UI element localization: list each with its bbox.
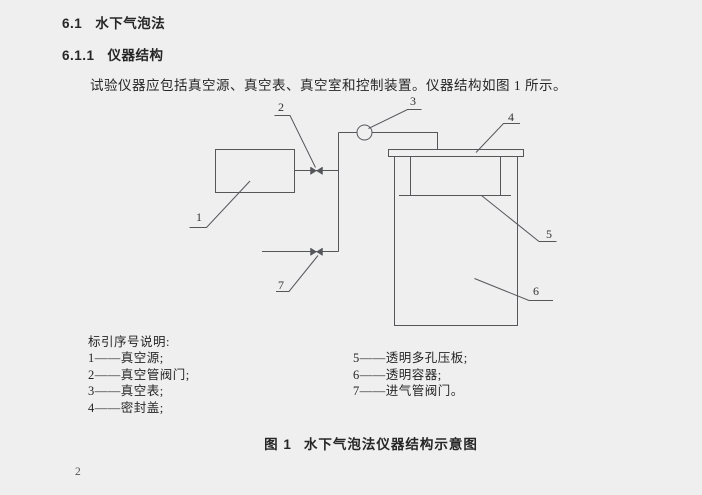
leader-line-5 bbox=[481, 195, 557, 242]
subsection-title: 仪器结构 bbox=[107, 48, 164, 63]
figure-caption-label: 图 1 bbox=[264, 437, 292, 452]
figure-caption: 图 1 水下气泡法仪器结构示意图 bbox=[40, 433, 702, 453]
legend-item: 3——真空表; bbox=[88, 384, 164, 398]
callout-3: 3 bbox=[410, 94, 416, 108]
leader-line-1 bbox=[189, 180, 251, 228]
leader-line-2 bbox=[274, 115, 316, 168]
container-outline bbox=[394, 156, 518, 326]
callout-4: 4 bbox=[508, 110, 514, 124]
leader-line-6 bbox=[474, 278, 553, 301]
legend-item: 2——真空管阀门; bbox=[88, 367, 190, 382]
legend-item: 6——透明容器; bbox=[353, 367, 442, 382]
callout-5: 5 bbox=[546, 227, 552, 241]
callout-2: 2 bbox=[278, 100, 284, 114]
legend-title: 标引序号说明: bbox=[88, 335, 170, 349]
body-paragraph: 试验仪器应包括真空源、真空表、真空室和控制装置。仪器结构如图 1 所示。 bbox=[90, 78, 567, 93]
top-pipe-right-line bbox=[372, 132, 438, 150]
valve-icon bbox=[310, 247, 323, 256]
sealing-lid-shape bbox=[388, 149, 524, 157]
callout-1: 1 bbox=[196, 210, 202, 224]
legend-item: 1——真空源; bbox=[88, 351, 164, 365]
legend-item: 4——密封盖; bbox=[88, 400, 164, 415]
callout-6: 6 bbox=[533, 284, 539, 298]
legend-column-right: 5——透明多孔压板; 6——透明容器; 7——进气管阀门。 bbox=[353, 350, 468, 400]
vacuum-gauge-circle bbox=[356, 124, 373, 141]
figure-caption-title: 水下气泡法仪器结构示意图 bbox=[303, 437, 478, 452]
plate-support-lines bbox=[410, 156, 501, 196]
valve-icon bbox=[310, 166, 323, 175]
legend-item: 5——透明多孔压板; bbox=[353, 351, 468, 365]
section-heading: 6.1 水下气泡法 bbox=[62, 12, 165, 32]
subsection-number: 6.1.1 bbox=[62, 48, 95, 63]
vacuum-source-shape bbox=[215, 149, 295, 193]
leader-line-7 bbox=[276, 255, 319, 292]
legend-column-left: 1——真空源; 2——真空管阀门; 3——真空表; 4——密封盖; bbox=[88, 350, 190, 416]
leader-line-4 bbox=[475, 123, 520, 153]
section-number: 6.1 bbox=[62, 16, 83, 31]
legend-item: 7——进气管阀门。 bbox=[353, 384, 464, 398]
page-number: 2 bbox=[75, 466, 81, 478]
leader-line-3 bbox=[368, 109, 422, 129]
subsection-heading: 6.1.1 仪器结构 bbox=[62, 44, 164, 64]
callout-7: 7 bbox=[278, 278, 284, 292]
section-title: 水下气泡法 bbox=[95, 16, 166, 31]
